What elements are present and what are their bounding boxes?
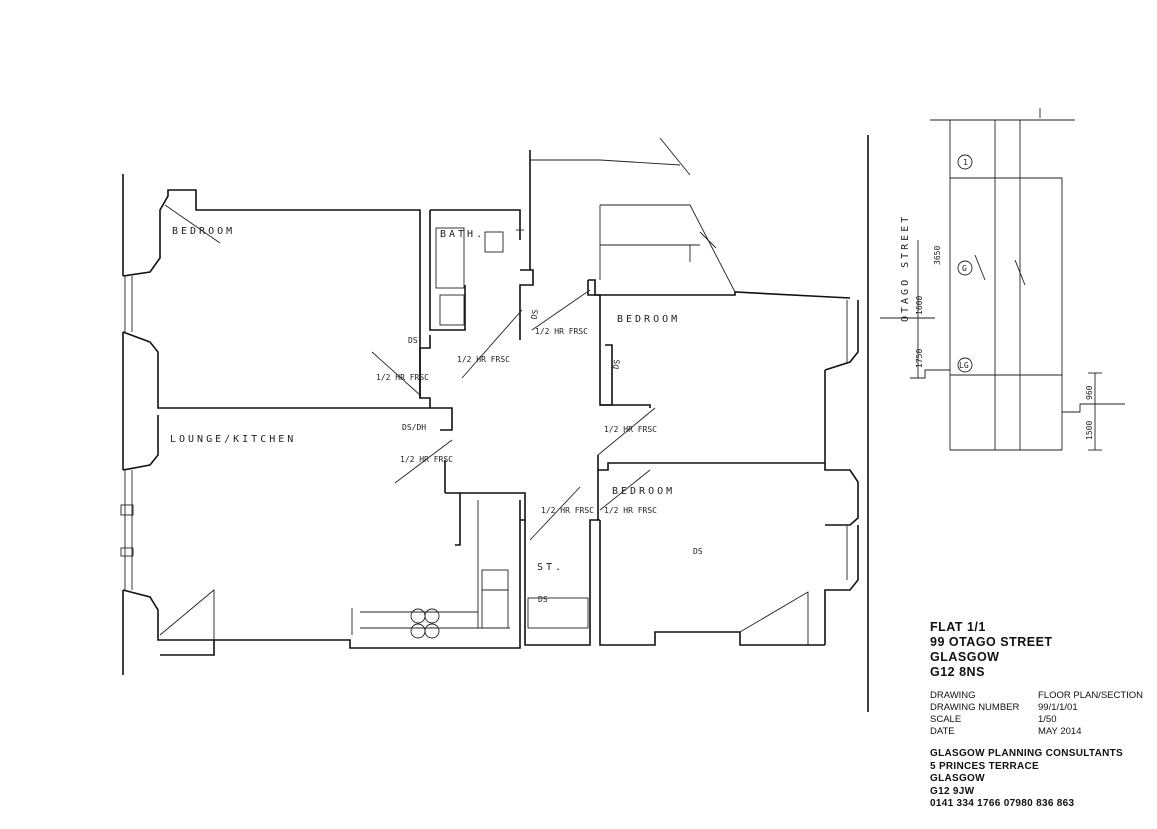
dimension-label: 1500 — [1085, 421, 1094, 440]
annotation-ds: DS — [530, 309, 541, 320]
detail-label: SCALE — [930, 714, 962, 725]
street-label: OTAGO STREET — [900, 214, 911, 322]
door-swings — [164, 204, 656, 541]
room-label-lounge-kitchen: LOUNGE/KITCHEN — [170, 434, 296, 445]
left-exterior-wall — [120, 174, 421, 675]
door-rating-label: 1/2 HR FRSC — [604, 425, 657, 434]
hall-walls — [420, 150, 825, 646]
section-marker: G — [962, 264, 967, 273]
flat-number: FLAT 1/1 — [930, 620, 986, 634]
detail-value: MAY 2014 — [1038, 726, 1082, 737]
annotation-ds: DS — [408, 336, 418, 345]
consultant-details: GLASGOW PLANNING CONSULTANTS 5 PRINCES T… — [930, 748, 1155, 811]
consultant-address: 5 PRINCES TERRACE — [930, 760, 1040, 772]
kitchen-units — [159, 492, 526, 649]
bathroom — [419, 209, 534, 408]
right-bedrooms — [587, 279, 859, 645]
address-postcode: G12 8NS — [930, 665, 985, 679]
section-marker: LG — [959, 361, 969, 370]
annotation-ds: DS — [538, 595, 548, 604]
room-label-bedroom-3: BEDROOM — [612, 486, 675, 497]
address-line: 99 OTAGO STREET — [930, 635, 1053, 649]
detail-value: FLOOR PLAN/SECTION — [1038, 690, 1144, 701]
door-rating-label: 1/2 HR FRSC — [376, 373, 429, 382]
section-marker: 1 — [963, 158, 968, 167]
detail-value: 99/1/1/01 — [1038, 702, 1078, 713]
room-label-bedroom-2: BEDROOM — [617, 314, 680, 325]
detail-label: DRAWING NUMBER — [930, 702, 1020, 713]
stair-area — [530, 137, 736, 293]
annotation-ds: DS — [693, 547, 703, 556]
detail-value: 1/50 — [1038, 714, 1057, 725]
consultant-name: GLASGOW PLANNING CONSULTANTS — [930, 748, 1124, 759]
consultant-phones: 0141 334 1766 07980 836 863 — [930, 798, 1075, 809]
room-label-bath: BATH. — [440, 229, 485, 240]
section-drawing — [867, 108, 1125, 712]
dimension-label: 960 — [1085, 385, 1094, 400]
consultant-postcode: G12 9JW — [930, 785, 975, 797]
detail-label: DATE — [930, 726, 955, 737]
room-label-bedroom-1: BEDROOM — [172, 226, 235, 237]
title-block: FLAT 1/1 99 OTAGO STREET GLASGOW G12 8NS… — [930, 620, 1155, 811]
drawing-details: DRAWING FLOOR PLAN/SECTION DRAWING NUMBE… — [930, 690, 1155, 738]
door-rating-label: 1/2 HR FRSC — [457, 355, 510, 364]
annotation-ds: DS — [611, 359, 622, 370]
annotation-ds-dh: DS/DH — [402, 423, 426, 432]
detail-label: DRAWING — [930, 690, 976, 701]
door-rating-label: 1/2 HR FRSC — [535, 327, 588, 336]
door-rating-label: 1/2 HR FRSC — [541, 506, 594, 515]
address-city: GLASGOW — [930, 650, 1000, 664]
dimension-label: 1600 — [915, 296, 924, 315]
dimension-label: 3650 — [933, 246, 942, 265]
dimension-label: 1750 — [915, 349, 924, 368]
door-rating-label: 1/2 HR FRSC — [400, 455, 453, 464]
door-rating-label: 1/2 HR FRSC — [604, 506, 657, 515]
room-label-store: ST. — [537, 562, 564, 573]
consultant-city: GLASGOW — [930, 773, 985, 784]
project-title: FLAT 1/1 99 OTAGO STREET GLASGOW G12 8NS — [930, 620, 1155, 680]
